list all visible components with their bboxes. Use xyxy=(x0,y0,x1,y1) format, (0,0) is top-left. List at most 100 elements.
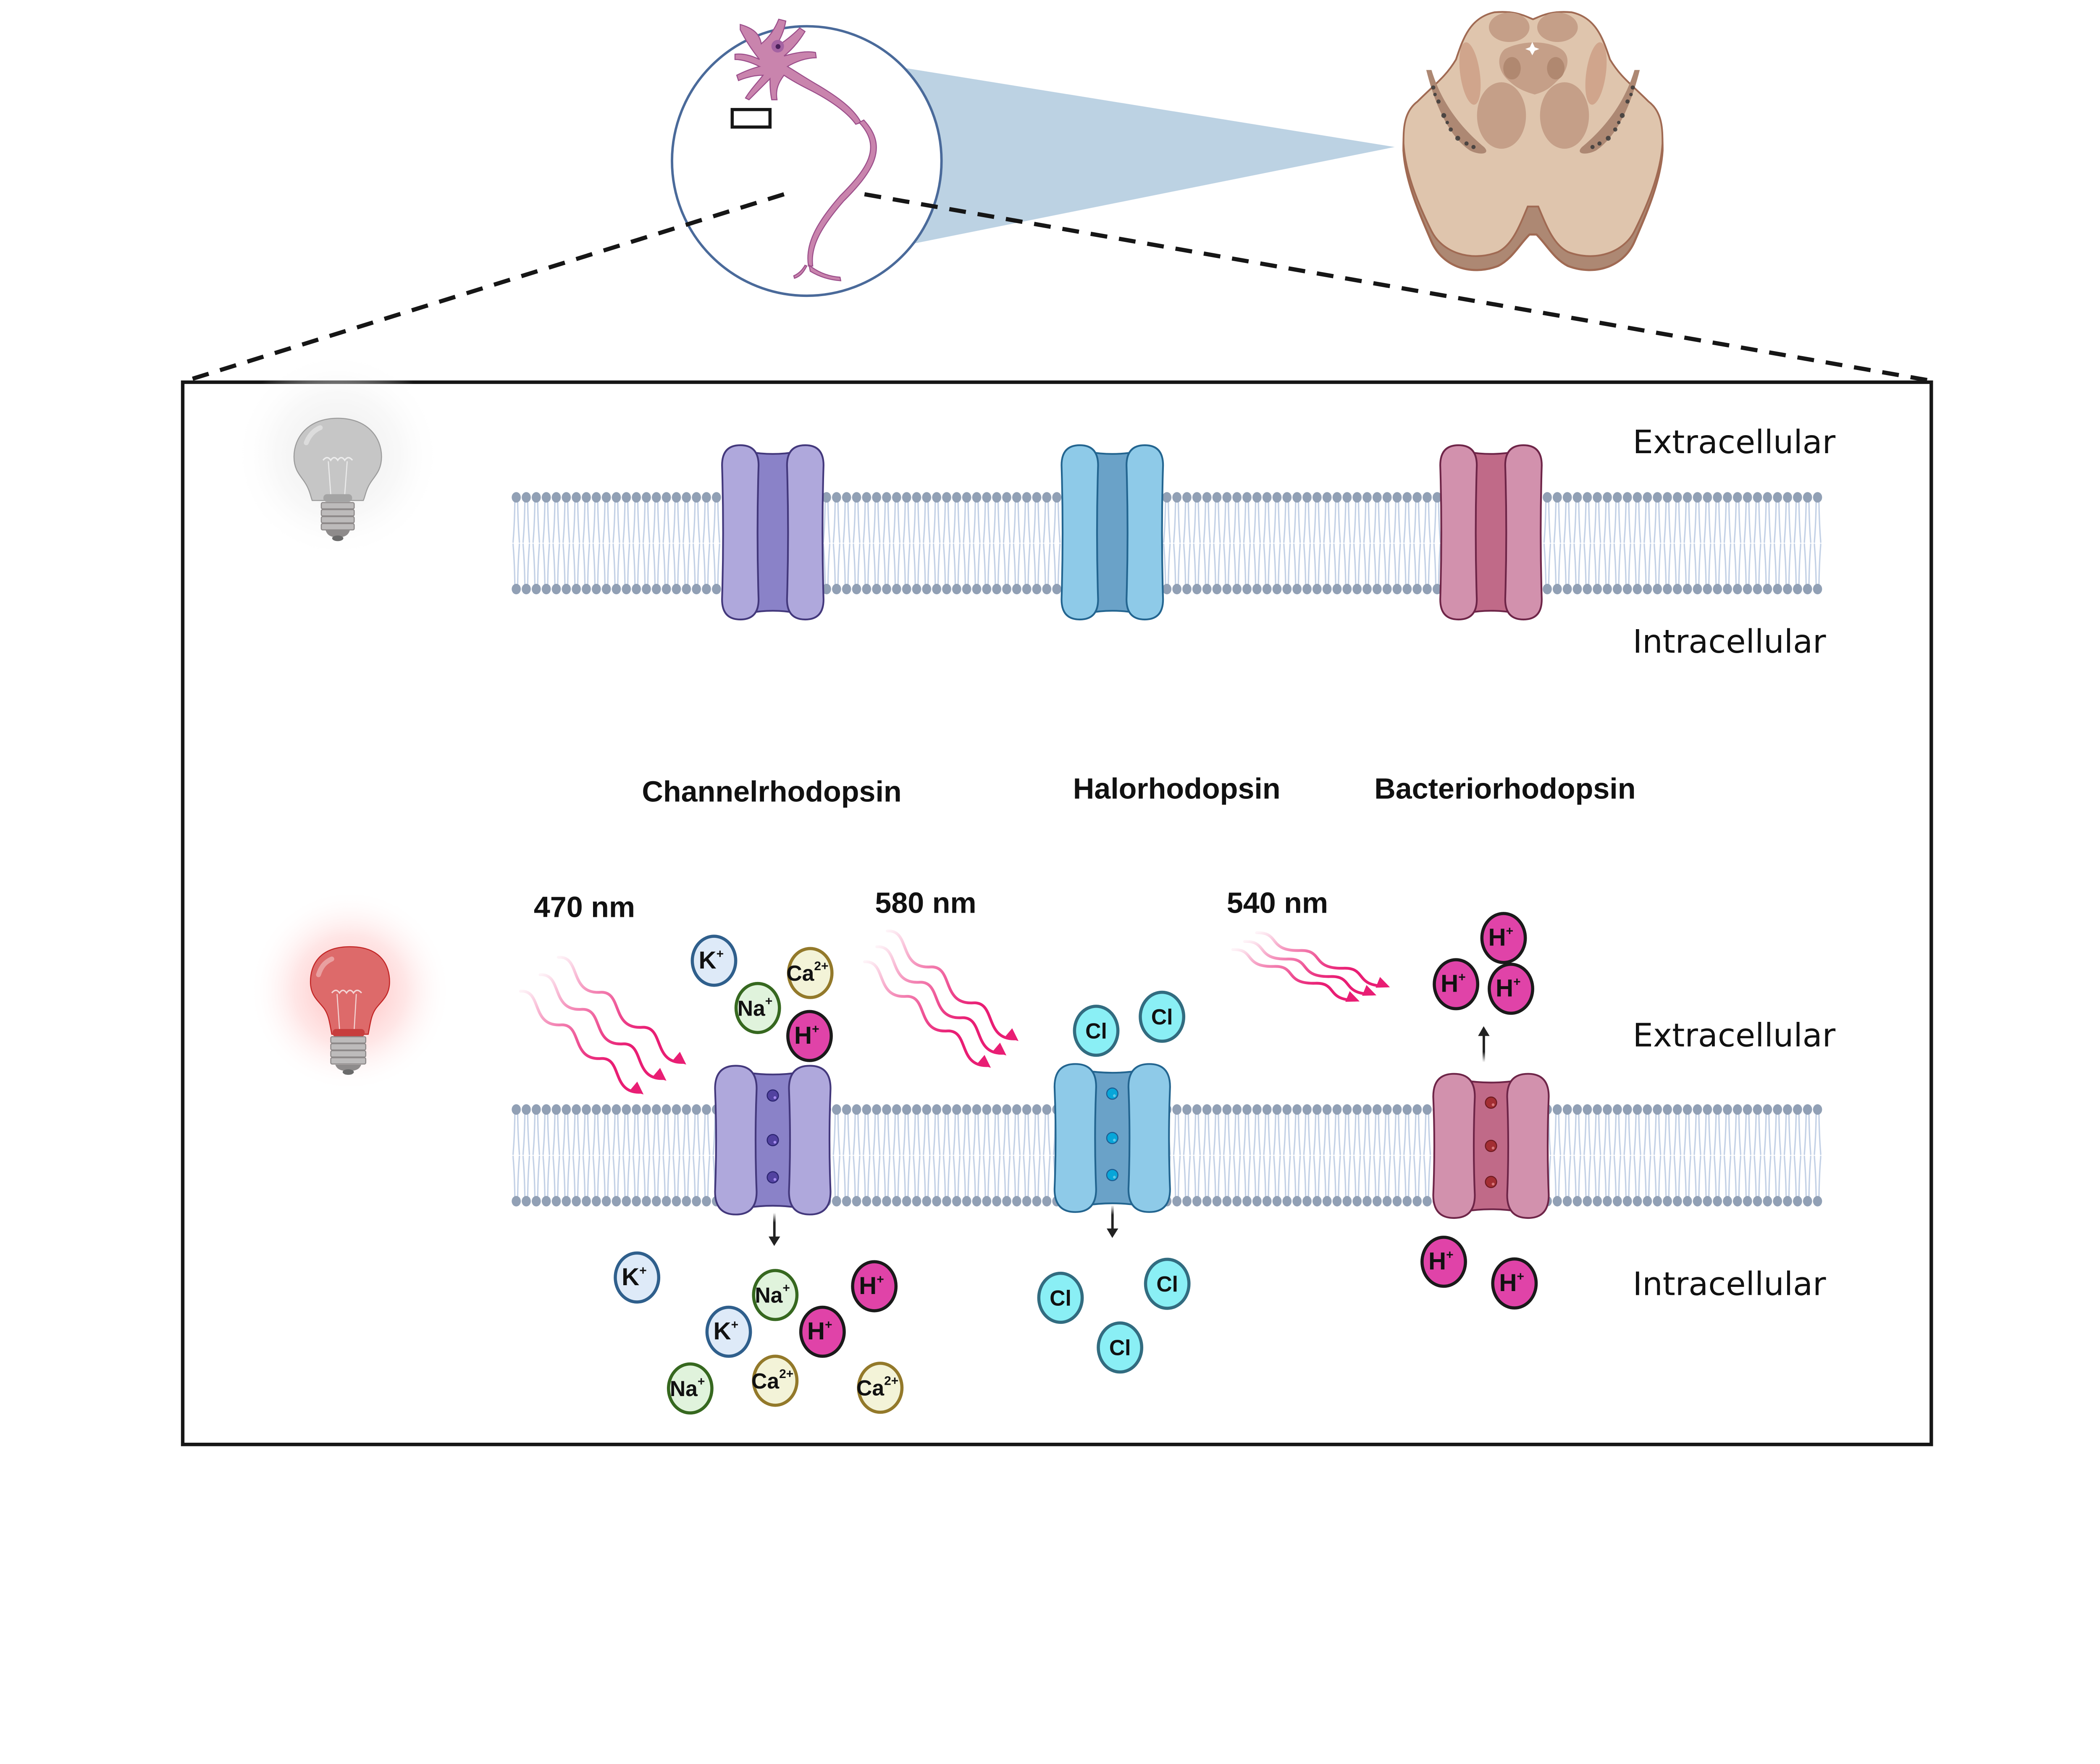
phospholipid xyxy=(902,492,911,594)
phospholipid xyxy=(632,492,641,594)
phospholipid xyxy=(622,1104,631,1207)
phospholipid xyxy=(1192,492,1202,594)
opsin-subunit xyxy=(1127,1063,1171,1213)
phospholipid xyxy=(1032,1104,1042,1207)
extracellular-label-dark: Extracellular xyxy=(1633,424,1836,461)
phospholipid xyxy=(1622,492,1632,594)
ions-bacteriorhodopsin: H+H+H+H+H+ xyxy=(1420,912,1538,1310)
phospholipid xyxy=(1332,492,1342,594)
phospholipid xyxy=(592,1104,601,1207)
light-rays-channelrhodopsin xyxy=(519,956,686,1095)
phospholipid xyxy=(1212,492,1222,594)
ion-na: Na+ xyxy=(752,1269,799,1321)
phospholipid xyxy=(582,492,591,594)
phospholipid xyxy=(512,492,521,594)
phospholipid xyxy=(1012,1104,1021,1207)
phospholipid xyxy=(1553,492,1562,594)
phospholipid xyxy=(1232,492,1242,594)
opsin-subunit xyxy=(1060,444,1099,621)
opsin-subunit xyxy=(1504,444,1543,621)
phospholipid xyxy=(962,1104,971,1207)
phospholipid xyxy=(702,1104,711,1207)
zoom-line-right xyxy=(864,192,1936,384)
phospholipid xyxy=(1572,492,1582,594)
zoom-cone xyxy=(906,68,1395,245)
phospholipid xyxy=(1002,492,1011,594)
phospholipid xyxy=(1232,1104,1242,1207)
phospholipid xyxy=(1373,1104,1382,1207)
opsin-subunit xyxy=(714,1065,758,1215)
phospholipid xyxy=(952,492,961,594)
phospholipid xyxy=(1172,492,1181,594)
phospholipid xyxy=(1172,1104,1181,1207)
ion-ca: Ca2+ xyxy=(786,947,834,999)
phospholipid xyxy=(1603,492,1612,594)
phospholipid xyxy=(1733,492,1742,594)
phospholipid xyxy=(872,492,881,594)
phospholipid xyxy=(1242,1104,1252,1207)
phospholipid xyxy=(1423,492,1432,594)
phospholipid xyxy=(972,492,982,594)
phospholipid xyxy=(1312,492,1322,594)
phospholipid xyxy=(1412,1104,1422,1207)
neuron-icon xyxy=(734,18,877,281)
chromophore-dot xyxy=(1106,1087,1118,1100)
phospholipid xyxy=(1793,492,1802,594)
light-on-panel xyxy=(248,889,452,1092)
phospholipid xyxy=(922,1104,932,1207)
phospholipid xyxy=(1302,492,1312,594)
overview xyxy=(183,11,1936,384)
opsin-bacteriorhodopsin-illuminated xyxy=(1432,1073,1550,1219)
channelrhodopsin-influx-arrow xyxy=(769,1213,780,1246)
chromophore-dot xyxy=(766,1134,779,1147)
phospholipid xyxy=(1562,492,1572,594)
phospholipid xyxy=(562,492,571,594)
phospholipid xyxy=(1593,1104,1602,1207)
phospholipid xyxy=(652,492,661,594)
phospholipid xyxy=(942,1104,951,1207)
phospholipid xyxy=(1312,1104,1322,1207)
ion-symbol: Cl xyxy=(1156,1272,1178,1296)
phospholipid xyxy=(852,1104,861,1207)
phospholipid xyxy=(1803,492,1812,594)
light-waves xyxy=(519,929,1390,1095)
ion-h: H+ xyxy=(1488,963,1534,1015)
ion-k: K+ xyxy=(690,934,738,987)
opsin-subunit xyxy=(1126,444,1164,621)
phospholipid xyxy=(1362,492,1372,594)
light-ray xyxy=(875,945,1007,1056)
phospholipid xyxy=(692,1104,701,1207)
chromophore-dot xyxy=(766,1171,779,1184)
phospholipid xyxy=(822,492,831,594)
opsin-subunit xyxy=(1432,1073,1476,1219)
phospholipid xyxy=(1242,492,1252,594)
phospholipid xyxy=(1282,492,1292,594)
phospholipid xyxy=(1272,492,1282,594)
ion-cl: Cl xyxy=(1139,990,1186,1043)
phospholipid xyxy=(1562,1104,1572,1207)
phospholipid xyxy=(541,1104,551,1207)
phospholipid xyxy=(652,1104,661,1207)
phospholipid xyxy=(1222,492,1232,594)
phospholipid xyxy=(1723,492,1732,594)
phospholipid xyxy=(612,1104,621,1207)
midbrain-section-icon xyxy=(1402,11,1664,271)
zoom-line-left xyxy=(183,192,785,384)
phospholipid xyxy=(601,492,611,594)
phospholipid xyxy=(702,492,711,594)
phospholipid xyxy=(932,1104,941,1207)
phospholipid xyxy=(862,492,872,594)
ion-symbol: K+ xyxy=(699,947,724,974)
bacteriorhodopsin-efflux-arrow xyxy=(1478,1026,1490,1063)
phospholipid xyxy=(1773,1104,1782,1207)
light-ray xyxy=(519,990,644,1095)
phospholipid xyxy=(1733,1104,1742,1207)
light-ray xyxy=(886,929,1019,1041)
phospholipid xyxy=(1693,1104,1702,1207)
phospholipid xyxy=(912,1104,921,1207)
phospholipid xyxy=(1543,492,1552,594)
ion-ca: Ca2+ xyxy=(751,1354,799,1407)
phospholipid xyxy=(532,1104,541,1207)
phospholipid xyxy=(912,492,921,594)
